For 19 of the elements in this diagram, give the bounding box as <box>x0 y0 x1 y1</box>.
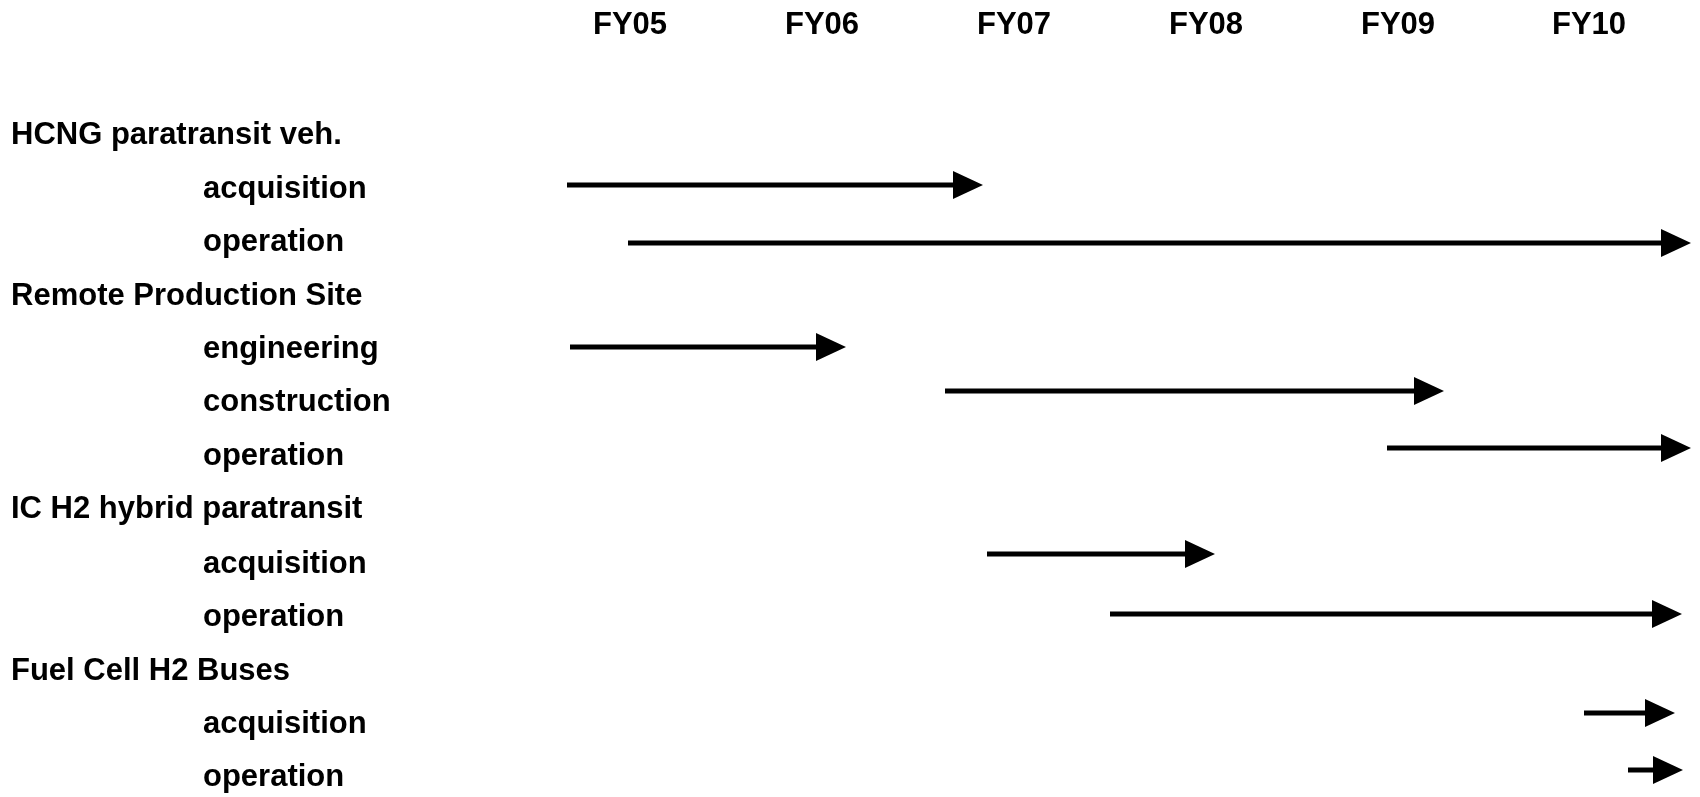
year-header: FY06 <box>785 6 860 42</box>
task-label: construction <box>203 383 391 419</box>
year-header: FY08 <box>1169 6 1244 42</box>
task-label: operation <box>203 437 345 473</box>
project-heading: Fuel Cell H2 Buses <box>11 652 291 688</box>
project-heading: HCNG paratransit veh. <box>11 116 342 152</box>
task-label: acquisition <box>203 705 367 741</box>
task-label: acquisition <box>203 170 367 206</box>
task-label: operation <box>203 598 345 634</box>
year-header: FY07 <box>977 6 1052 42</box>
year-header: FY09 <box>1361 6 1436 42</box>
year-header: FY10 <box>1552 6 1627 42</box>
project-heading: IC H2 hybrid paratransit <box>11 490 363 526</box>
task-label: acquisition <box>203 545 367 581</box>
project-heading: Remote Production Site <box>11 277 363 313</box>
task-label: operation <box>203 223 345 259</box>
year-header: FY05 <box>593 6 668 42</box>
task-label: engineering <box>203 330 379 366</box>
task-label: operation <box>203 758 345 794</box>
